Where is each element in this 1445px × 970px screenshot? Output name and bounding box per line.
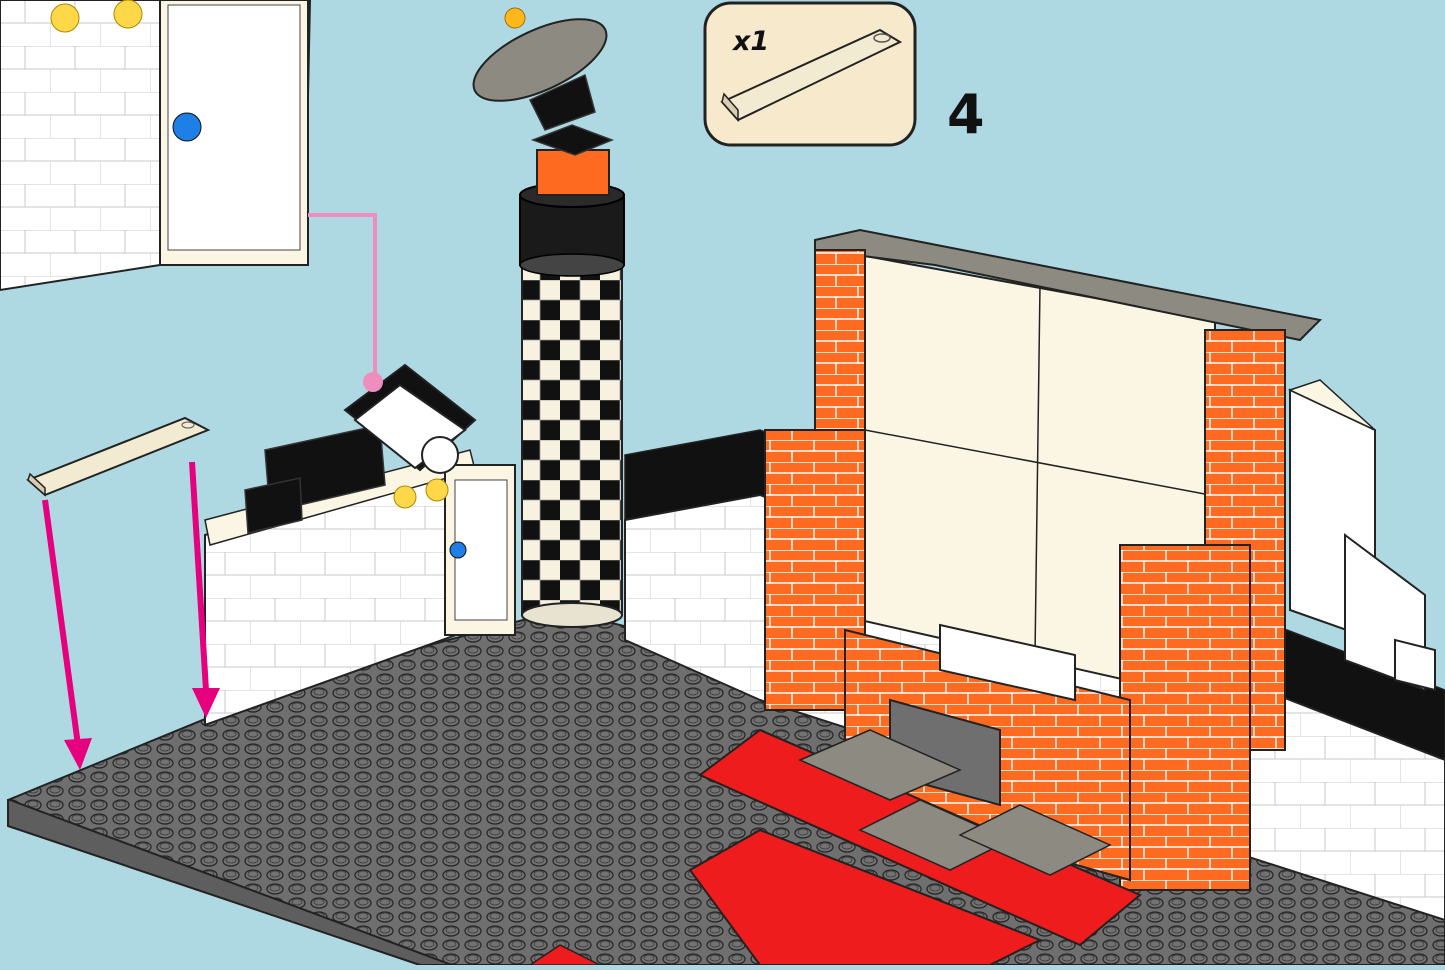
part-quantity-label: x1 [731, 26, 769, 57]
step-number: 4 [947, 83, 985, 146]
wedge-part-to-place [28, 418, 208, 495]
parts-list-box: x1 [705, 3, 915, 145]
door-knob-icon [450, 542, 466, 558]
door-detail-inset [0, 0, 383, 392]
